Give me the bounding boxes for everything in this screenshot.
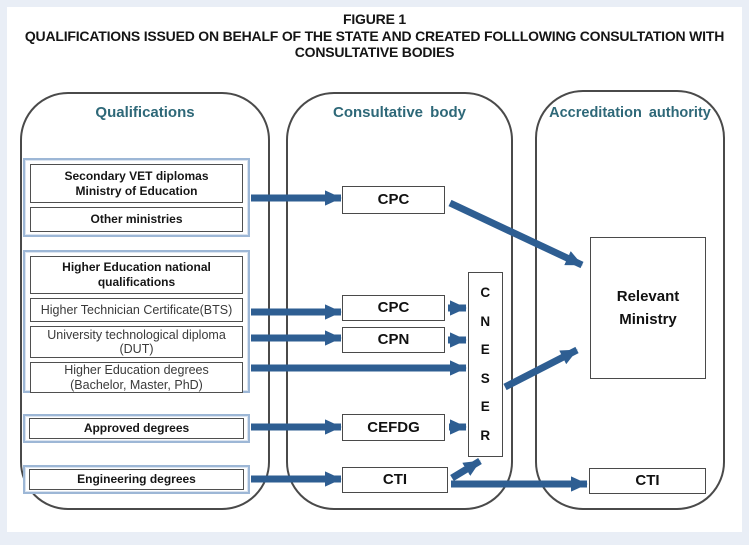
- consultative-body-heading: Consultative body: [332, 104, 466, 121]
- qualifications-column: [20, 92, 270, 510]
- figure-number: FIGURE 1: [343, 11, 406, 27]
- cti-right-box: CTI: [589, 468, 706, 494]
- higher-ed-degrees-box: Higher Education degrees (Bachelor, Mast…: [30, 362, 243, 393]
- cefdg-box: CEFDG: [342, 414, 445, 441]
- accreditation-authority-heading: Accreditation authority: [549, 105, 711, 121]
- higher-ed-national-box: Higher Education national qualifications: [30, 256, 243, 294]
- qualifications-heading: Qualifications: [95, 104, 195, 121]
- figure-caption-line1: QUALIFICATIONS ISSUED ON BEHALF OF THE S…: [24, 27, 725, 44]
- cpc-mid-box: CPC: [342, 295, 445, 321]
- cpn-box: CPN: [342, 327, 445, 353]
- consultative-body-column: [286, 92, 513, 510]
- accreditation-authority-column: [535, 90, 725, 510]
- approved-degrees-box: Approved degrees: [29, 418, 244, 439]
- relevant-ministry-box: Relevant Ministry: [590, 237, 706, 379]
- cti-mid-box: CTI: [342, 467, 448, 493]
- engineering-degrees-box: Engineering degrees: [29, 469, 244, 490]
- bts-box: Higher Technician Certificate(BTS): [30, 298, 243, 322]
- dut-box: University technological diploma (DUT): [30, 326, 243, 358]
- figure-title: FIGURE 1 QUALIFICATIONS ISSUED ON BEHALF…: [0, 11, 749, 61]
- secondary-vet-box: Secondary VET diplomas Ministry of Educa…: [30, 164, 243, 203]
- other-ministries-box: Other ministries: [30, 207, 243, 232]
- figure-caption-line2: CONSULTATIVE BODIES: [294, 44, 455, 60]
- cneser-box: C N E S E R: [468, 272, 503, 457]
- cpc-top-box: CPC: [342, 186, 445, 214]
